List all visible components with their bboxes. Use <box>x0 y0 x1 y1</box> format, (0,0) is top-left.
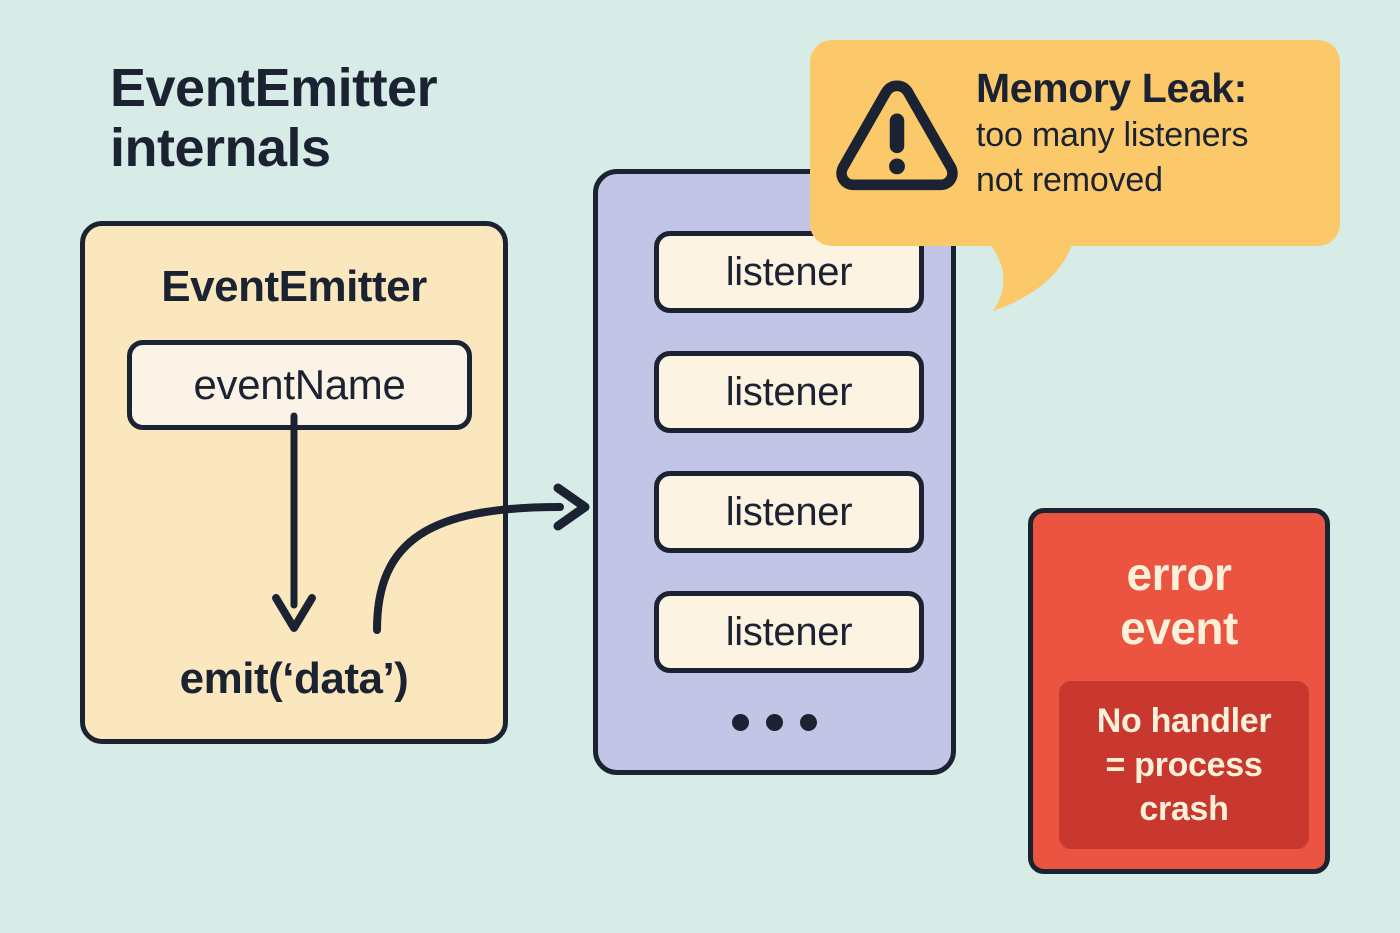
error-event-title: error event <box>1033 547 1325 656</box>
listener-item-label: listener <box>725 609 853 654</box>
memory-leak-callout: Memory Leak: too many listeners not remo… <box>810 40 1340 246</box>
error-event-title-line1: error <box>1126 548 1232 600</box>
listener-item-label: listener <box>725 249 853 294</box>
listener-item: listener <box>654 351 924 433</box>
error-detail-line2: = process <box>1105 745 1263 784</box>
listener-item: listener <box>654 471 924 553</box>
callout-tail <box>981 235 1075 311</box>
callout-body-line2: not removed <box>976 160 1163 199</box>
error-event-detail-panel: No handler = process crash <box>1059 681 1309 849</box>
error-event-title-line2: event <box>1120 602 1238 655</box>
event-emitter-panel: EventEmitter eventName emit(‘data’) <box>80 221 508 744</box>
listener-item-label: listener <box>725 489 853 534</box>
listener-item-label: listener <box>725 369 853 414</box>
ellipsis-dot-icon <box>732 714 749 731</box>
event-name-field: eventName <box>127 340 472 430</box>
page-title-line2: internals <box>110 118 331 179</box>
ellipsis-dot-icon <box>800 714 817 731</box>
error-event-card: error event No handler = process crash <box>1028 508 1330 874</box>
emit-call-label: emit(‘data’) <box>179 654 409 703</box>
event-emitter-heading: EventEmitter <box>161 262 427 311</box>
warning-triangle-icon <box>836 80 958 191</box>
page-title: EventEmitter internals <box>110 58 540 179</box>
callout-body-line1: too many listeners <box>976 116 1249 155</box>
error-detail-line1: No handler <box>1096 701 1272 740</box>
callout-heading: Memory Leak: <box>976 65 1247 111</box>
page-title-line1: EventEmitter <box>110 58 438 118</box>
listener-stack-panel: listener listener listener listener <box>593 169 956 775</box>
event-name-label: eventName <box>193 361 406 408</box>
more-listeners-ellipsis-icon <box>598 714 951 731</box>
ellipsis-dot-icon <box>766 714 783 731</box>
error-detail-line3: crash <box>1139 790 1229 829</box>
listener-item: listener <box>654 591 924 673</box>
